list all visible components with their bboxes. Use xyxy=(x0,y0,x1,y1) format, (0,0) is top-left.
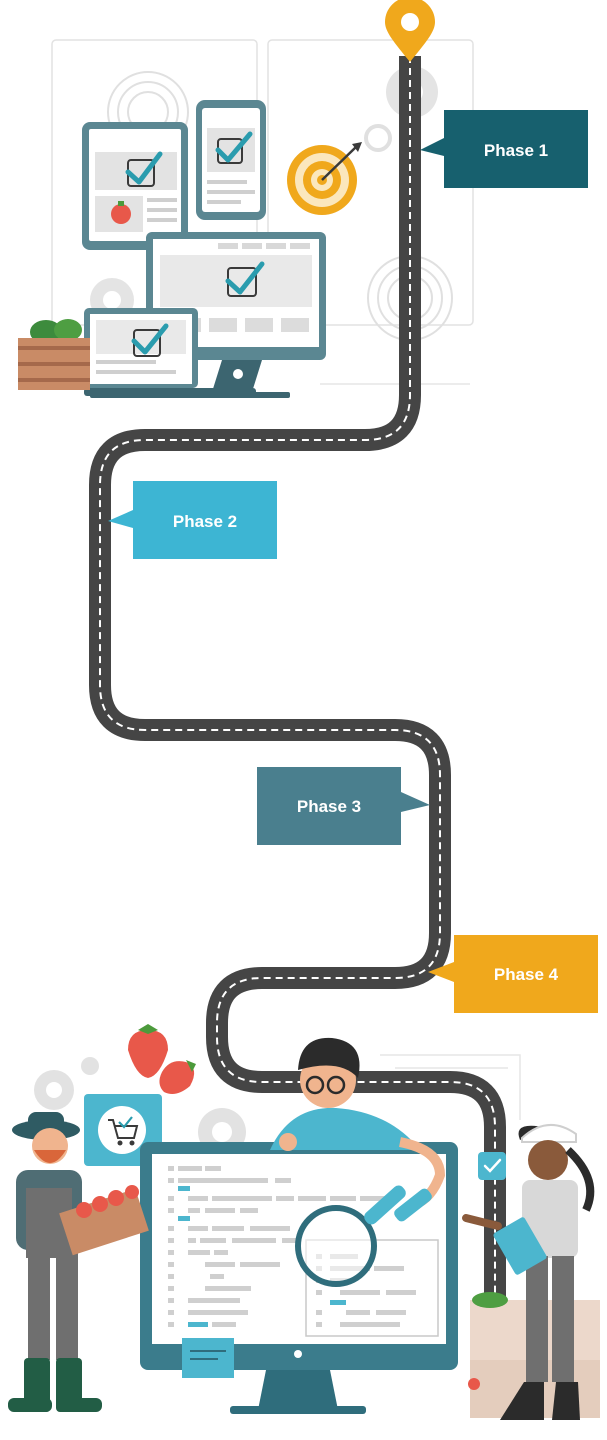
laptop-device xyxy=(84,308,256,396)
phase-4-callout: Phase 4 xyxy=(428,935,598,1013)
watermelon-crate xyxy=(18,319,90,390)
location-pin-icon xyxy=(385,0,435,62)
phase-2-label: Phase 2 xyxy=(173,512,237,531)
checkmark-icon xyxy=(478,1152,506,1180)
marketplace-scene xyxy=(8,1024,600,1420)
checkmark-icon xyxy=(215,131,253,164)
magnifier-icon xyxy=(295,1185,406,1287)
gear-icon xyxy=(364,124,392,152)
strawberry-icon xyxy=(111,201,131,224)
developer-figure xyxy=(270,1037,446,1222)
checkmark-icon xyxy=(131,323,169,357)
checkmark-icon xyxy=(125,151,163,187)
phase-3-label: Phase 3 xyxy=(297,797,361,816)
roadmap-road xyxy=(89,56,506,1305)
code-monitor xyxy=(140,1142,458,1414)
strawberry-icon xyxy=(128,1024,196,1094)
phase-1-label: Phase 1 xyxy=(484,141,548,160)
phase-2-callout: Phase 2 xyxy=(108,481,277,559)
checkmark-icon xyxy=(225,261,265,297)
phase-1-callout: Phase 1 xyxy=(420,110,588,188)
target-icon xyxy=(287,142,362,215)
tablet-device xyxy=(82,122,188,250)
phase-3-callout: Phase 3 xyxy=(257,767,430,845)
phone-device xyxy=(196,100,266,220)
farmer-figure xyxy=(8,1112,149,1412)
inspector-figure xyxy=(462,1123,600,1420)
phase-4-label: Phase 4 xyxy=(494,965,559,984)
